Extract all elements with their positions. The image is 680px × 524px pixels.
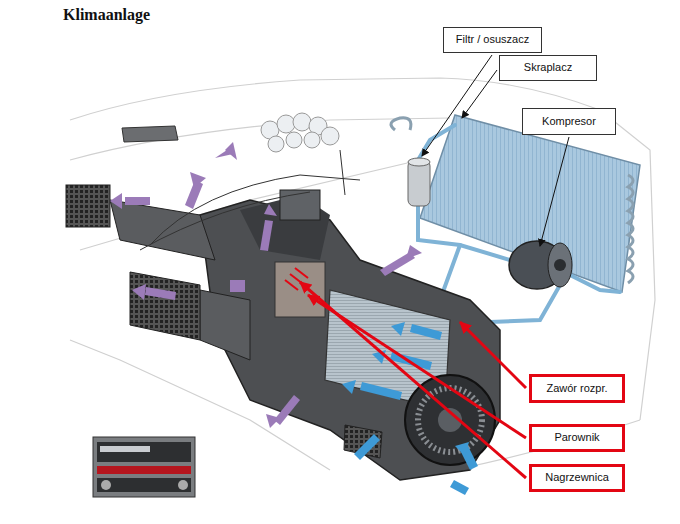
part-name: Parownik: [554, 431, 599, 444]
label-box: Skraplacz: [499, 55, 597, 81]
callout-box: Parownik: [529, 424, 625, 452]
part-name: Kompresor: [542, 115, 596, 128]
label-box: Filtr / osuszacz: [443, 27, 542, 53]
part-name: Nagrzewnica: [545, 471, 609, 484]
diagram-title: Klimaanlage: [63, 6, 150, 24]
part-name: Zawór rozpr.: [546, 382, 607, 395]
callout-box: Zawór rozpr.: [529, 374, 625, 403]
callout-box: Nagrzewnica: [529, 464, 625, 492]
part-name: Skraplacz: [524, 61, 572, 74]
label-box: Kompresor: [522, 108, 616, 135]
part-name: Filtr / osuszacz: [456, 33, 529, 46]
